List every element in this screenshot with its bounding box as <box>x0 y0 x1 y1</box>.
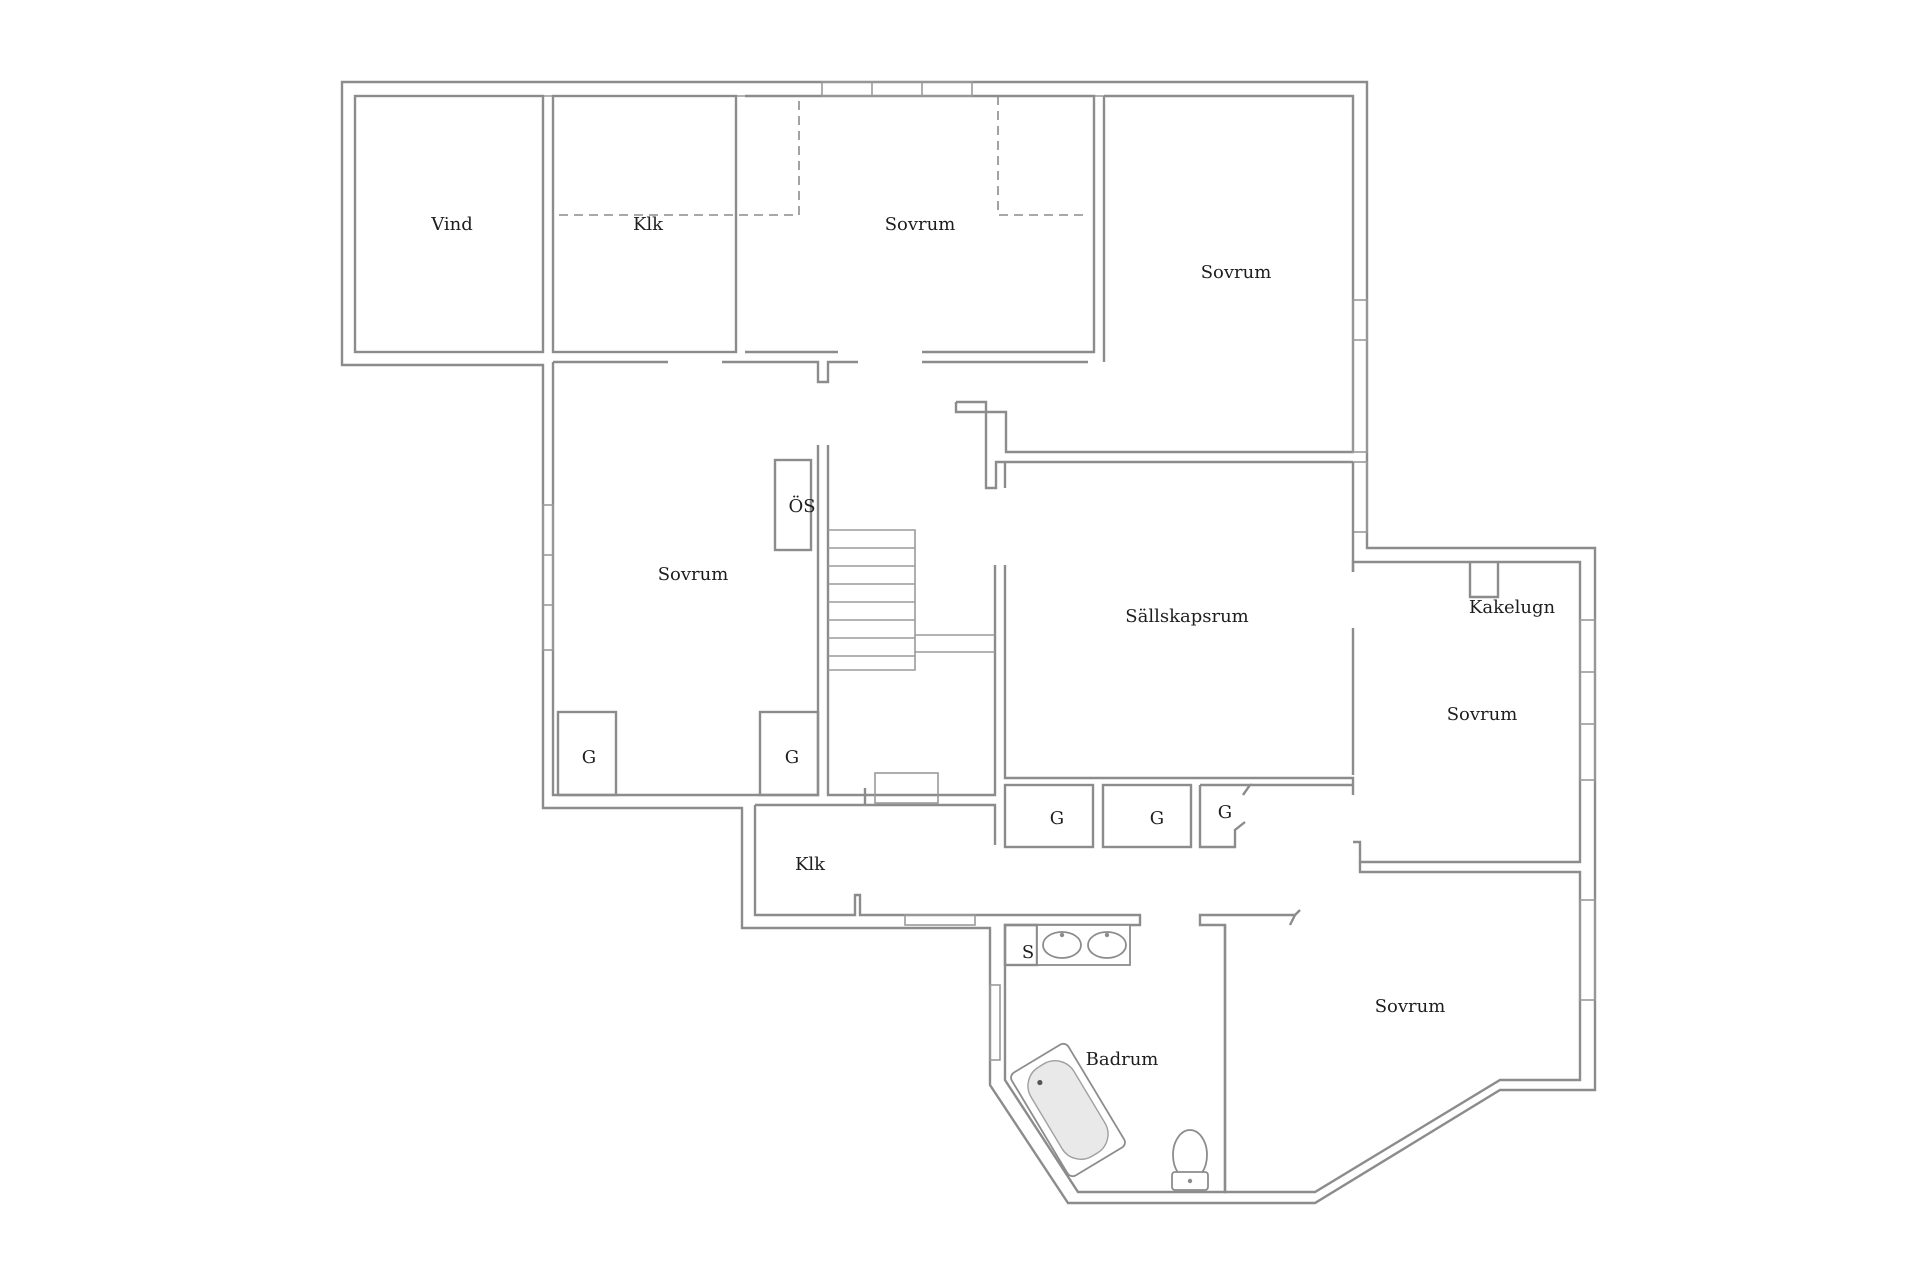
sovrum-top-slope-line <box>997 96 1088 216</box>
windows-badrum <box>989 984 1001 1061</box>
exterior-walls <box>340 80 1597 1205</box>
windows-bottom <box>904 914 976 926</box>
closet-os <box>773 458 813 552</box>
corridor-wall-a <box>553 360 1088 384</box>
label-os: ÖS <box>788 494 815 517</box>
corridor-wall-b <box>956 400 1353 490</box>
room-badrum <box>1000 913 1297 1194</box>
bathtub <box>1010 1042 1126 1178</box>
label-badrum: Badrum <box>1086 1049 1159 1070</box>
windows-east <box>1579 619 1596 781</box>
room-klk-top <box>551 94 738 354</box>
room-vind <box>353 94 545 354</box>
label-sovrum-se: Sovrum <box>1375 996 1446 1017</box>
label-sovrum-w: Sovrum <box>658 564 729 585</box>
label-sovrum-top: Sovrum <box>885 214 956 235</box>
room-sallskapsrum <box>1003 462 1355 795</box>
klk-slope-line <box>559 96 800 216</box>
closet-g4 <box>1101 783 1193 849</box>
label-klk-bottom: Klk <box>795 854 826 875</box>
windows-east-upper <box>1352 299 1368 533</box>
toilet <box>1171 1129 1209 1191</box>
label-g4: G <box>1150 808 1164 829</box>
kakelugn <box>1468 562 1500 599</box>
room-sovrum-se <box>1223 862 1582 1194</box>
label-klk-top: Klk <box>633 214 664 235</box>
staircase <box>826 445 997 804</box>
closet-g2 <box>758 710 820 797</box>
room-sovrum-e <box>1351 560 1582 864</box>
label-g3: G <box>1050 808 1064 829</box>
label-sovrum-e: Sovrum <box>1447 704 1518 725</box>
room-sovrum-ne <box>954 94 1355 454</box>
label-kakelugn: Kakelugn <box>1469 597 1556 618</box>
closet-g3 <box>1003 783 1095 849</box>
label-sovrum-ne: Sovrum <box>1201 262 1272 283</box>
label-g1: G <box>582 747 596 768</box>
closet-g1 <box>556 710 618 797</box>
label-sallskapsrum: Sällskapsrum <box>1125 606 1248 627</box>
label-g2: G <box>785 747 799 768</box>
sink-left <box>1042 931 1082 959</box>
sink-right <box>1087 931 1127 959</box>
label-vind: Vind <box>430 214 473 235</box>
windows-top <box>821 81 973 97</box>
windows-west <box>542 504 554 651</box>
windows-se <box>1579 899 1596 1001</box>
label-s: S <box>1022 942 1034 963</box>
room-klk-bottom <box>753 788 1000 917</box>
label-g5: G <box>1218 802 1232 823</box>
